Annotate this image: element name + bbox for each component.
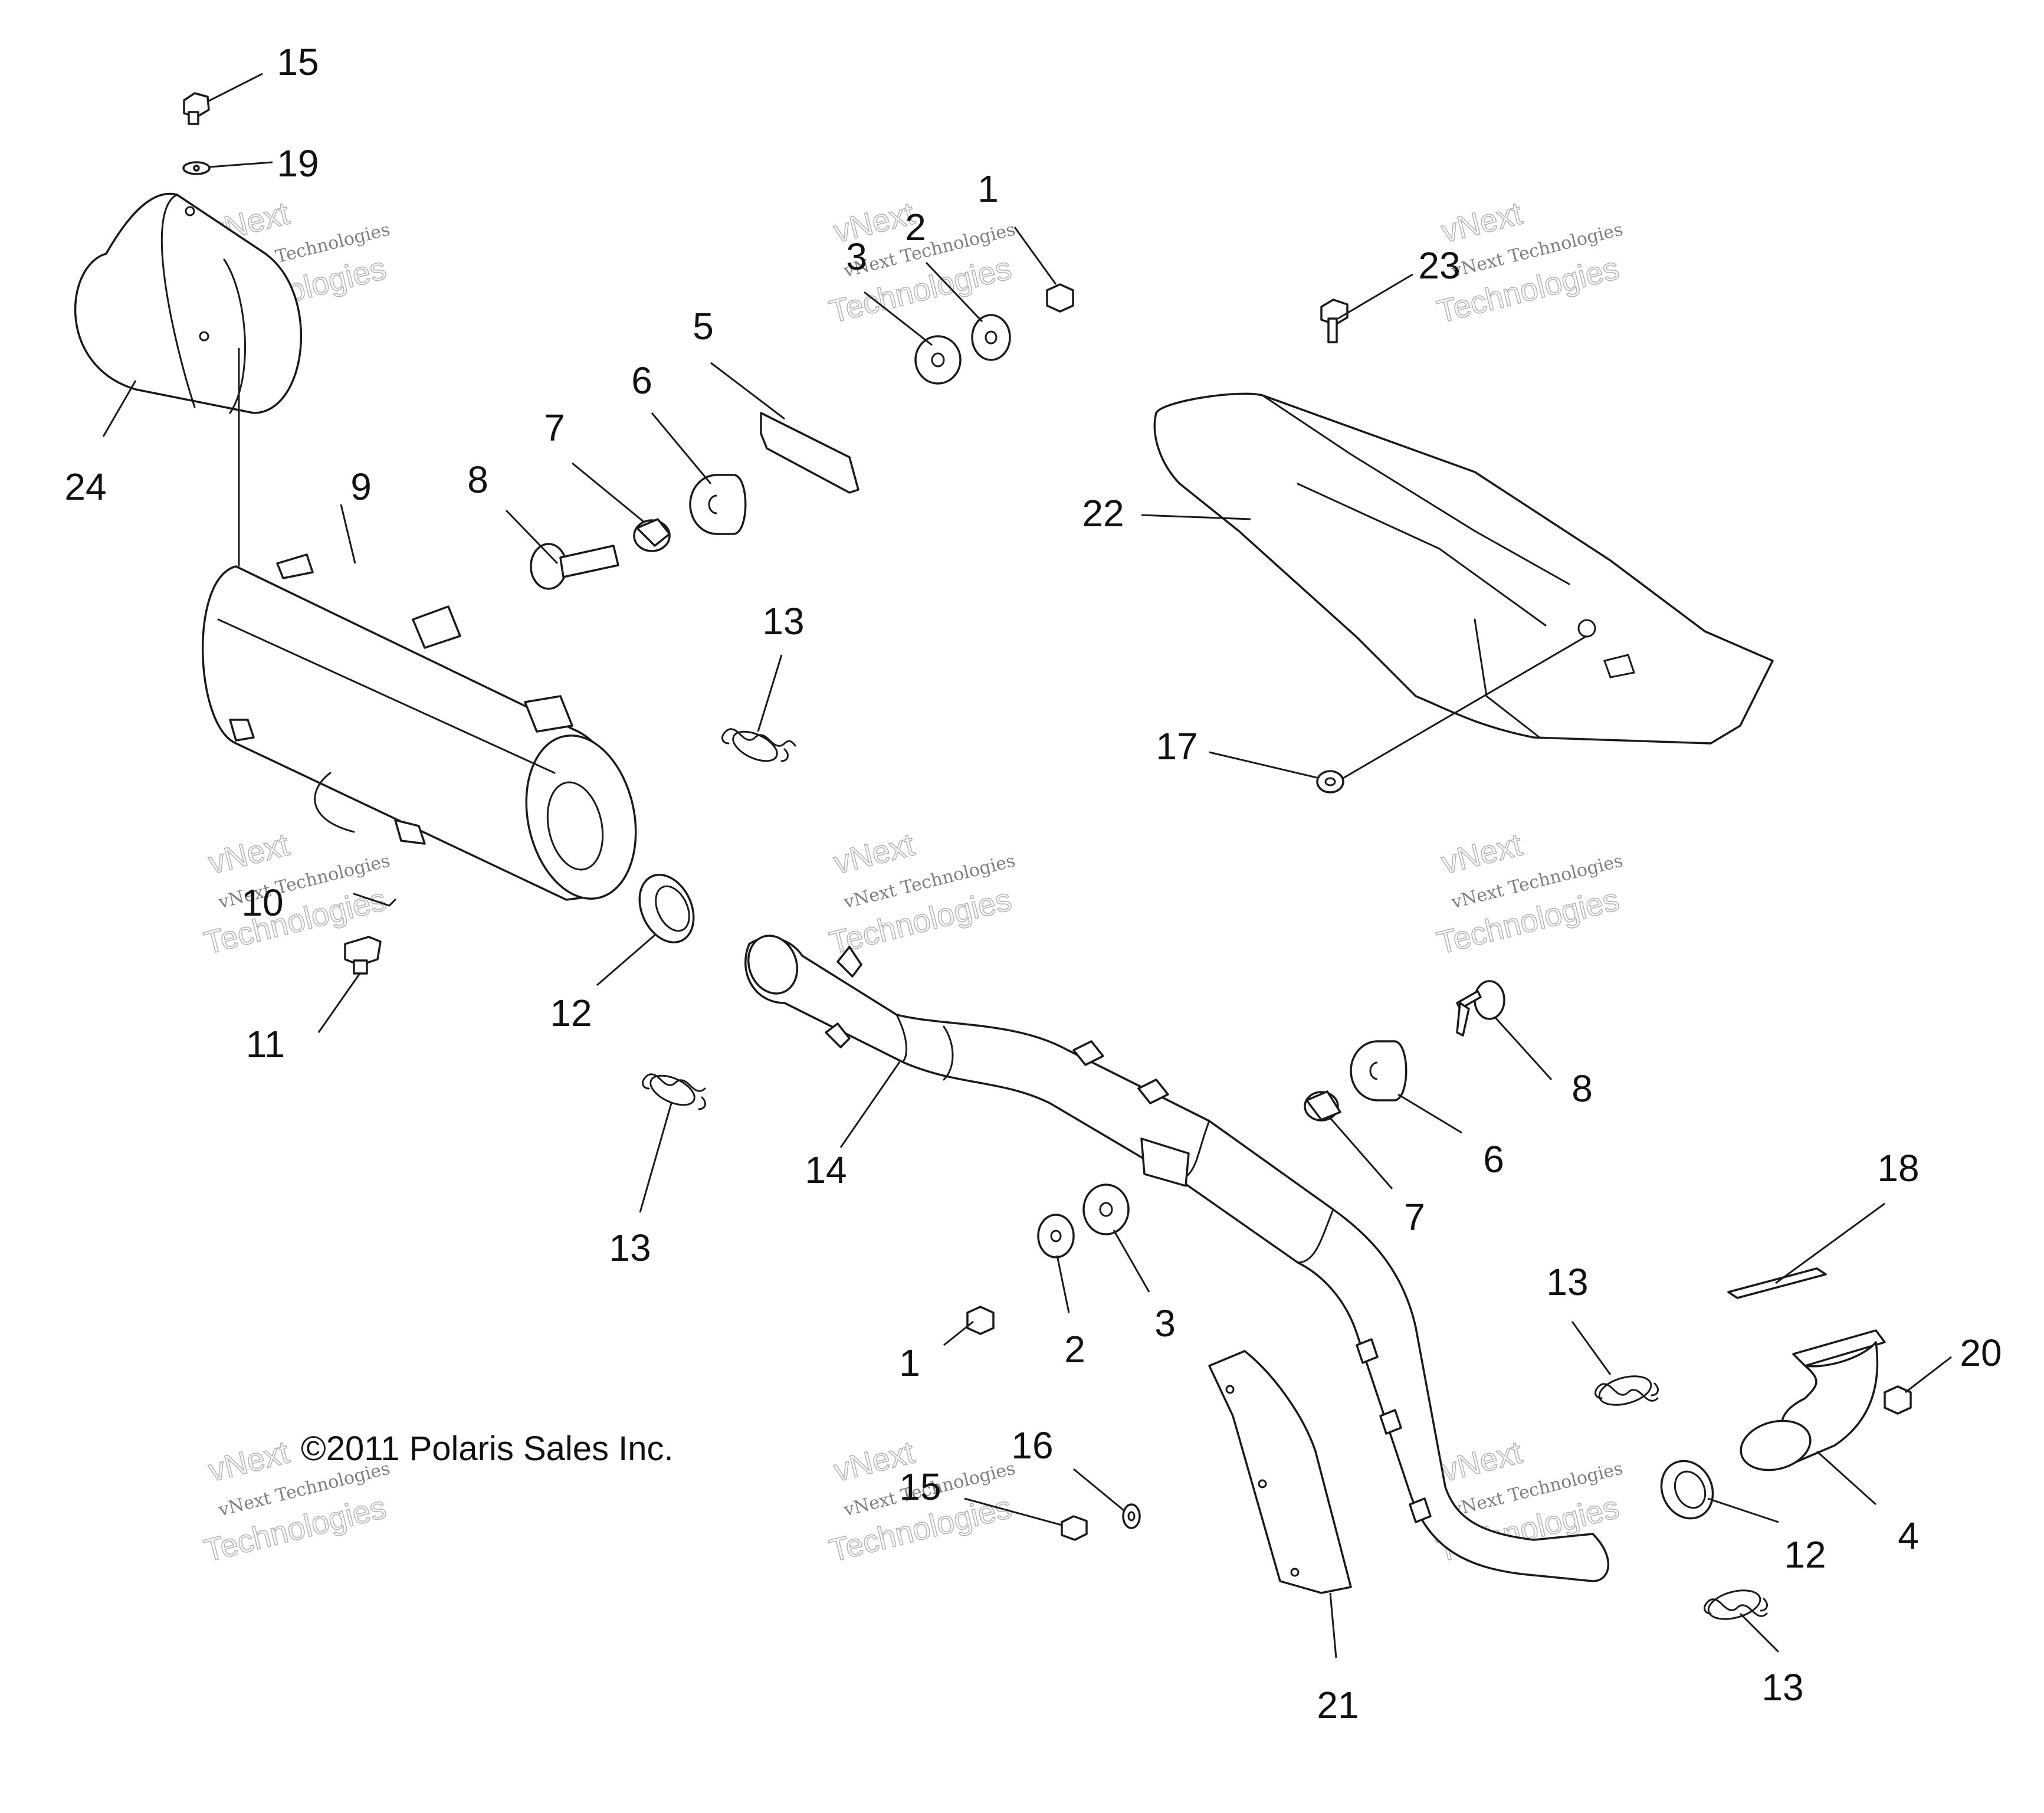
washer-3-bottom — [1082, 1183, 1130, 1235]
callout-23: 23 — [1418, 244, 1460, 287]
svg-text:vNext: vNext — [1438, 1435, 1525, 1489]
watermark: vNext vNext Technologies Technologies — [1433, 827, 1625, 962]
exhaust-seal-12-bottom — [1660, 1460, 1714, 1520]
grommet-17 — [1316, 770, 1344, 794]
callout-3-bottom: 3 — [1154, 1302, 1176, 1345]
nut-1-top — [1046, 283, 1074, 313]
callout-4: 4 — [1898, 1514, 1919, 1557]
washer-2-bottom — [1037, 1214, 1075, 1258]
washer-3-top — [914, 335, 962, 385]
muffler-9 — [201, 553, 637, 901]
head-pipe-heat-shield-22 — [1153, 392, 1774, 745]
spacer-7-bottom — [1304, 1090, 1341, 1122]
bolt-15-bottom — [1061, 1515, 1088, 1541]
spring-13-c — [1594, 1375, 1659, 1406]
grommet-6-bottom — [1350, 1040, 1407, 1101]
callout-13-a: 13 — [762, 600, 804, 642]
callout-3-top: 3 — [846, 235, 867, 278]
callout-24: 24 — [64, 465, 106, 508]
callout-19: 19 — [277, 142, 319, 185]
washer-16 — [1122, 1503, 1141, 1529]
svg-text:vNext: vNext — [1438, 827, 1525, 881]
leader-lines — [102, 73, 1952, 1658]
parts-layer — [74, 92, 1912, 1620]
callout-8-bottom: 8 — [1571, 1067, 1593, 1110]
muffler-heat-shield-24 — [74, 192, 303, 414]
callout-7-bottom: 7 — [1404, 1196, 1425, 1238]
spring-13-d — [1704, 1589, 1768, 1620]
callout-labels: 15 19 24 9 8 7 6 5 3 2 1 23 22 17 13 10 … — [64, 41, 2002, 1726]
svg-text:vNext: vNext — [205, 827, 293, 881]
svg-text:vNext: vNext — [1438, 196, 1525, 250]
callout-1-top: 1 — [977, 168, 999, 210]
spring-13-a — [721, 728, 796, 762]
clip-10 — [353, 893, 396, 907]
bolt-8-top — [530, 543, 619, 590]
bolt-15-top — [183, 92, 210, 125]
callout-15-bottom: 15 — [899, 1466, 941, 1508]
spacer-7-top — [633, 518, 671, 552]
exhaust-seal-12-top — [638, 874, 695, 943]
callout-8-top: 8 — [467, 458, 488, 501]
callout-17: 17 — [1156, 725, 1197, 768]
callout-7-top: 7 — [544, 406, 565, 449]
callout-2-bottom: 2 — [1064, 1328, 1085, 1371]
exhaust-elbow-4 — [1740, 1329, 1886, 1471]
callout-10: 10 — [241, 881, 283, 924]
heat-shield-plate-21 — [1208, 1350, 1352, 1594]
callout-2-top: 2 — [905, 206, 926, 248]
callout-18: 18 — [1877, 1147, 1919, 1189]
callout-12-bottom: 12 — [1784, 1533, 1826, 1576]
callout-22: 22 — [1082, 492, 1124, 535]
fitting-11 — [344, 936, 382, 975]
bolt-8-bottom — [1456, 980, 1505, 1037]
washer-2-top — [971, 314, 1011, 361]
callout-14: 14 — [805, 1149, 847, 1191]
svg-text:vNext: vNext — [831, 827, 918, 881]
watermark: vNext vNext Technologies Technologies — [825, 827, 1017, 962]
callout-15-top: 15 — [277, 41, 319, 83]
callout-6-top: 6 — [631, 359, 652, 402]
callout-13-c: 13 — [1546, 1261, 1588, 1303]
callout-5: 5 — [693, 305, 714, 347]
nut-1-bottom — [966, 1306, 995, 1335]
bracket-5 — [760, 412, 859, 494]
callout-1-bottom: 1 — [899, 1342, 920, 1384]
callout-13-d: 13 — [1761, 1666, 1803, 1709]
callout-13-b: 13 — [609, 1227, 651, 1269]
nut-20 — [1884, 1385, 1912, 1415]
callout-21: 21 — [1317, 1684, 1359, 1726]
callout-20: 20 — [1960, 1332, 2002, 1374]
callout-16: 16 — [1011, 1424, 1053, 1467]
callout-11: 11 — [246, 1023, 285, 1065]
svg-text:vNext: vNext — [205, 1435, 293, 1489]
head-pipe-14 — [744, 935, 1609, 1582]
callout-9: 9 — [350, 465, 372, 508]
callout-6-bottom: 6 — [1483, 1138, 1504, 1181]
grommet-6-top — [689, 474, 747, 535]
callout-12-top: 12 — [550, 992, 592, 1034]
bolt-23 — [1320, 299, 1349, 343]
copyright-text: ©2011 Polaris Sales Inc. — [301, 1430, 674, 1468]
spring-13-b — [642, 1073, 706, 1110]
